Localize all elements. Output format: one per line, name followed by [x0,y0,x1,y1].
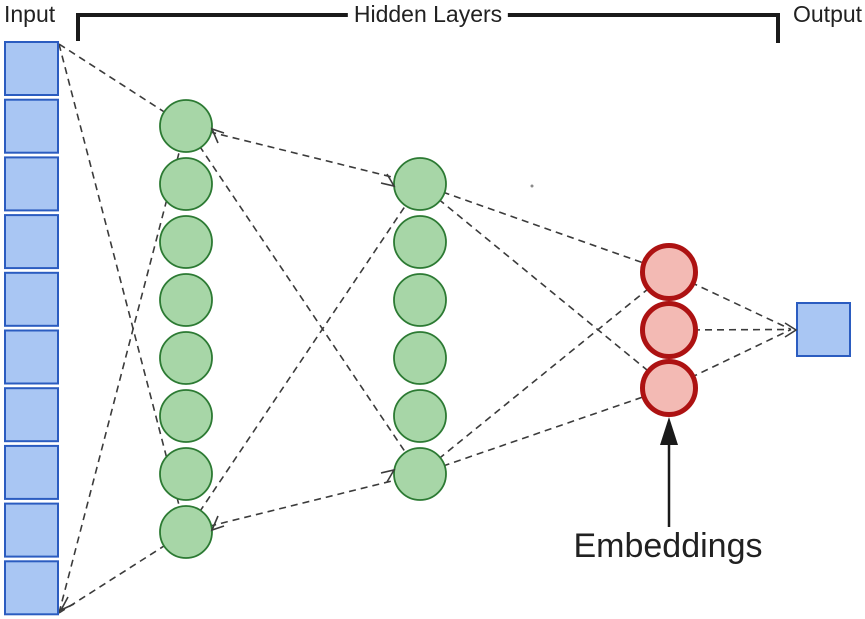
hidden1-node [159,99,213,153]
input-node [4,98,59,154]
connector-line [419,183,670,273]
connector-line [419,271,670,475]
connector-line [185,125,421,475]
hidden2-node [393,447,447,501]
input-node [4,560,59,616]
connector-line [419,183,670,389]
input-node [4,329,59,385]
connector-arrowhead [380,468,396,483]
hidden1-node [159,157,213,211]
input-node [4,387,59,443]
input-node [4,156,59,212]
hidden1-node [159,389,213,443]
hidden1-node [159,215,213,269]
input-node [4,41,59,96]
hidden1-node [159,505,213,559]
connector-line [419,387,670,475]
input-node [4,214,59,270]
connector-line [668,328,792,331]
connector-arrowhead [210,127,225,144]
connector-arrowhead [380,173,396,188]
hidden1-node [159,447,213,501]
embeddings-label: Embeddings [573,527,763,565]
connector-arrowhead [59,596,75,612]
embedding-node [640,359,698,417]
connector-arrowhead [210,515,225,532]
hidden2-node [393,331,447,385]
hidden2-node [393,215,447,269]
input-node [4,444,59,500]
input-layer-label: Input [4,1,56,27]
input-node [4,271,59,327]
hidden1-node [159,273,213,327]
embedding-node [640,243,698,301]
embedding-node [640,301,698,359]
connector-line [668,271,792,331]
output-node [796,302,851,357]
hidden2-node [393,389,447,443]
connector-line [668,328,792,389]
connector-arrowhead [784,322,798,338]
hidden2-node [393,157,447,211]
connector-line [185,473,421,533]
input-node [4,502,59,558]
connector-line [58,43,187,533]
connector-line [185,125,421,185]
hidden-layers-label: Hidden Layers [347,1,509,28]
hidden2-node [393,273,447,327]
stray-dot [530,184,534,188]
embeddings-arrowhead [660,417,678,445]
hidden1-node [159,331,213,385]
output-layer-label: Output [793,1,863,27]
connector-line [185,183,421,533]
